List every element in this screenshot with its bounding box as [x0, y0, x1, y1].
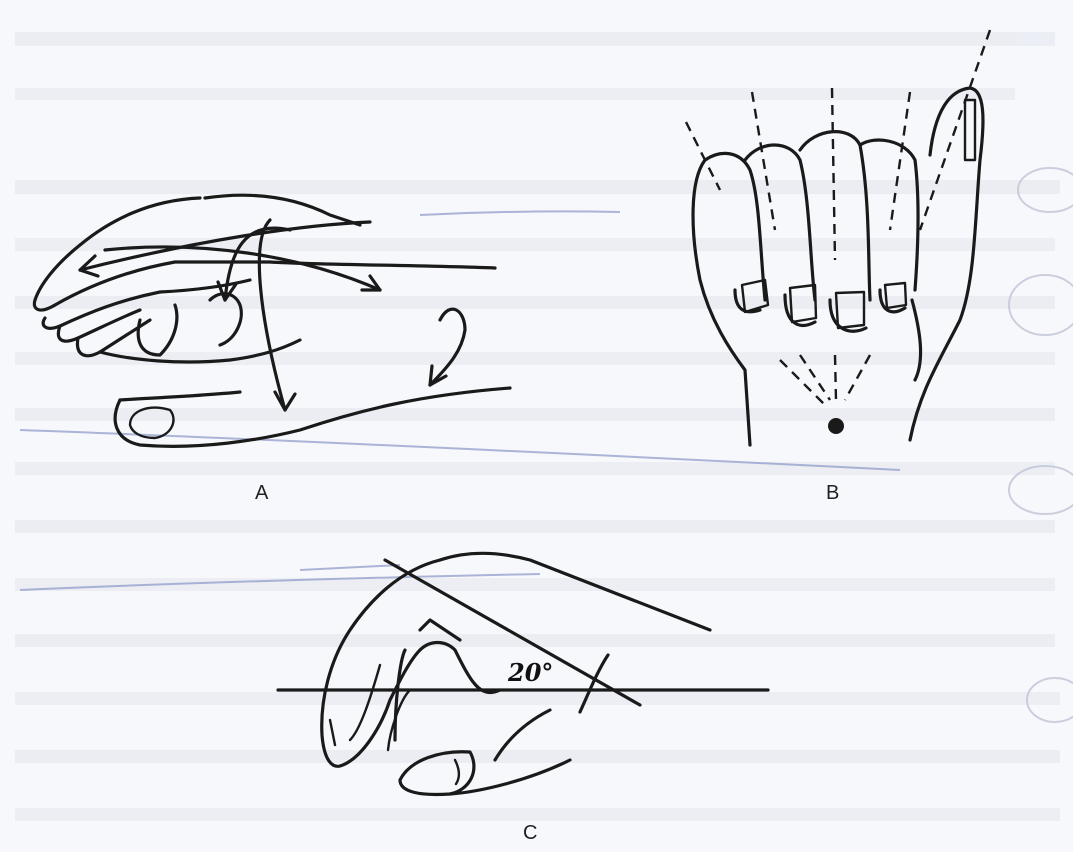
- panel-c-angle-lines: [278, 560, 768, 712]
- angle-annotation: 20°: [508, 658, 553, 687]
- panel-c-label: C: [523, 822, 537, 845]
